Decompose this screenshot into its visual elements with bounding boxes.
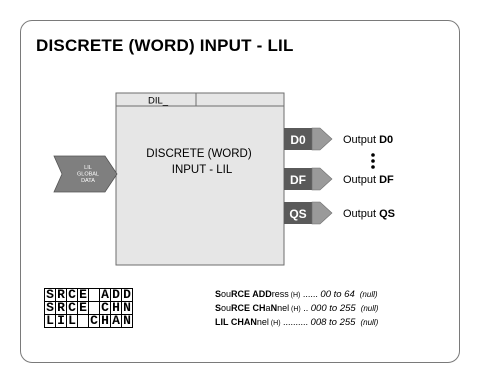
parameter-name-part: nel <box>256 317 269 327</box>
parameter-leader-dots: .. <box>300 303 311 313</box>
function-block <box>115 92 285 266</box>
diagram-frame <box>20 20 460 363</box>
parameter-description: SouRCE ADDress (H) ...... 00 to 64 (null… <box>215 287 378 301</box>
input-line3: DATA <box>81 178 95 184</box>
parameter-name-part: RCE CH <box>231 303 266 313</box>
block-name-line2: INPUT - LIL <box>172 164 233 176</box>
parameter-code-cell: I <box>55 313 67 328</box>
parameter-code-cell: L <box>44 313 56 328</box>
parameter-name-part: S <box>215 289 222 299</box>
parameter-code-cell <box>77 314 89 328</box>
parameter-code-cell: L <box>66 313 78 328</box>
output-code-d0: D0 <box>290 133 306 147</box>
parameter-list: SouRCE ADDress (H) ...... 00 to 64 (null… <box>215 287 378 329</box>
input-connector: LIL GLOBAL DATA <box>53 155 118 193</box>
tag-field <box>115 92 285 107</box>
parameter-code-cell: E <box>77 300 89 315</box>
parameter-range: 00 to 64 <box>320 289 355 300</box>
block-name-line1: DISCRETE (WORD) <box>146 148 252 160</box>
output-label-df: Output DF <box>343 174 394 186</box>
parameter-name-part: ress <box>271 289 289 299</box>
output-df: DF Output DF <box>284 167 394 191</box>
output-code-qs: QS <box>289 207 306 221</box>
parameter-name-part: N <box>270 303 278 313</box>
parameter-name-part: nel <box>277 303 290 313</box>
parameter-access-flag: (H) <box>289 306 301 313</box>
diagram-title: DISCRETE (WORD) INPUT - LIL <box>36 36 294 55</box>
parameter-code-cell: H <box>99 313 111 328</box>
parameter-code-cell: N <box>121 313 133 328</box>
parameter-name-part: a <box>265 303 271 313</box>
output-label-d0: Output D0 <box>343 134 393 146</box>
input-line2: GLOBAL <box>77 172 99 178</box>
parameter-name-part: S <box>215 303 222 313</box>
parameter-code-cell: N <box>121 300 133 315</box>
parameter-null-default: (null) <box>360 318 379 327</box>
output-code-df: DF <box>290 173 306 187</box>
parameter-leader-dots: .......... <box>280 317 311 327</box>
parameter-code-cell: C <box>88 313 100 328</box>
parameter-name-part: ou <box>221 303 232 313</box>
more-outputs-dots <box>371 153 375 169</box>
parameter-access-flag: (H) <box>288 292 301 299</box>
output-qs: QS Output QS <box>284 201 395 225</box>
parameter-name-part: ou <box>221 289 232 299</box>
parameter-range: 000 to 255 <box>310 303 356 314</box>
parameter-leader-dots: ...... <box>300 289 321 299</box>
block-tag: DIL_ <box>148 96 169 107</box>
parameter-code-cell <box>88 288 100 302</box>
parameter-description: SouRCE CHaNnel (H) .. 000 to 255 (null) <box>215 301 378 315</box>
output-label-qs: Output QS <box>343 208 395 220</box>
parameter-description: LIL CHANnel (H) .......... 008 to 255 (n… <box>215 315 378 329</box>
parameter-name-part: RCE ADD <box>231 289 272 299</box>
parameter-name-part: LIL CHAN <box>215 317 257 327</box>
output-d0: D0 Output D0 <box>284 127 393 151</box>
parameter-access-flag: (H) <box>268 320 281 327</box>
parameter-code-cell: A <box>110 313 122 328</box>
input-line1: LIL <box>84 165 92 171</box>
parameter-code-cell: D <box>121 287 133 302</box>
parameter-range: 008 to 255 <box>310 317 356 328</box>
parameter-null-default: (null) <box>359 290 378 299</box>
parameter-null-default: (null) <box>360 304 379 313</box>
